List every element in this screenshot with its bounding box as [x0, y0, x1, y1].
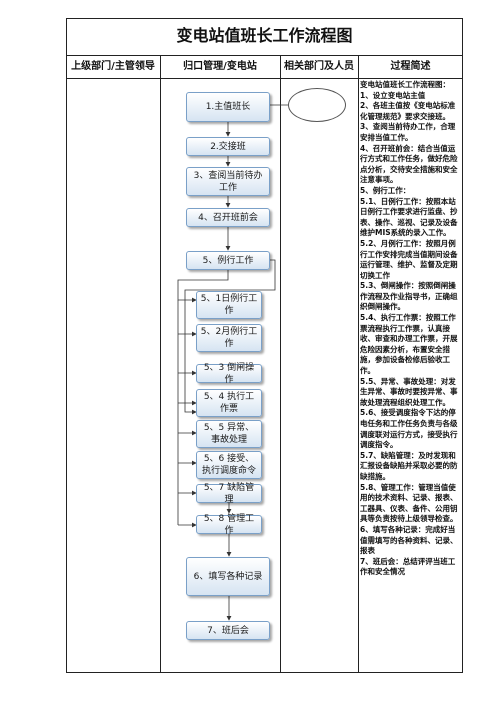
lane-divider-3	[358, 55, 359, 673]
flowchart-frame	[66, 18, 463, 673]
step-2-shift-handover: 2.交接班	[186, 137, 270, 156]
header-superior-department: 上级部门/主管领导	[71, 61, 155, 72]
step-4-pre-shift-meeting: 4、召开班前会	[186, 208, 270, 227]
related-personnel-node	[288, 88, 346, 122]
step-5-4-work-ticket: 5、4 执行工作票	[196, 389, 262, 417]
header-bottom-divider	[66, 78, 463, 79]
step-5-7-defect-management: 5、7 缺陷管理	[196, 483, 262, 505]
step-5-3-switching-operation: 5、3 倒闸操作	[196, 363, 262, 385]
step-1-chief-on-duty: 1.主值班长	[186, 92, 270, 122]
step-5-1-daily-routine: 5、1日例行工作	[196, 291, 262, 319]
header-top-divider	[66, 55, 463, 56]
page-title: 变电站值班长工作流程图	[176, 26, 353, 45]
header-substation: 归口管理/变电站	[183, 61, 257, 72]
step-5-8-management-work: 5、8 管理工作	[196, 514, 262, 536]
step-5-6-dispatch-orders: 5、6 接受、执行调度命令	[196, 451, 262, 479]
process-description-text: 变电站值班长工作流程图： 1、设立变电站主值 2、各班主值按《变电站标准化管理规…	[360, 80, 458, 577]
step-7-post-shift-meeting: 7、班后会	[186, 621, 270, 640]
step-5-2-monthly-routine: 5、2月例行工作	[196, 324, 262, 352]
lane-divider-2	[280, 55, 281, 673]
step-5-5-fault-handling: 5、5 异常、事故处理	[196, 420, 262, 448]
header-process-description: 过程简述	[390, 61, 431, 72]
header-related-departments: 相关部门及人员	[284, 61, 354, 72]
step-5-routine-work: 5、例行工作	[186, 251, 270, 270]
step-6-fill-records: 6、填写各种记录	[186, 557, 270, 596]
lane-divider-1	[160, 55, 161, 673]
step-3-check-pending-work: 3、查阅当前待办工作	[186, 167, 270, 196]
